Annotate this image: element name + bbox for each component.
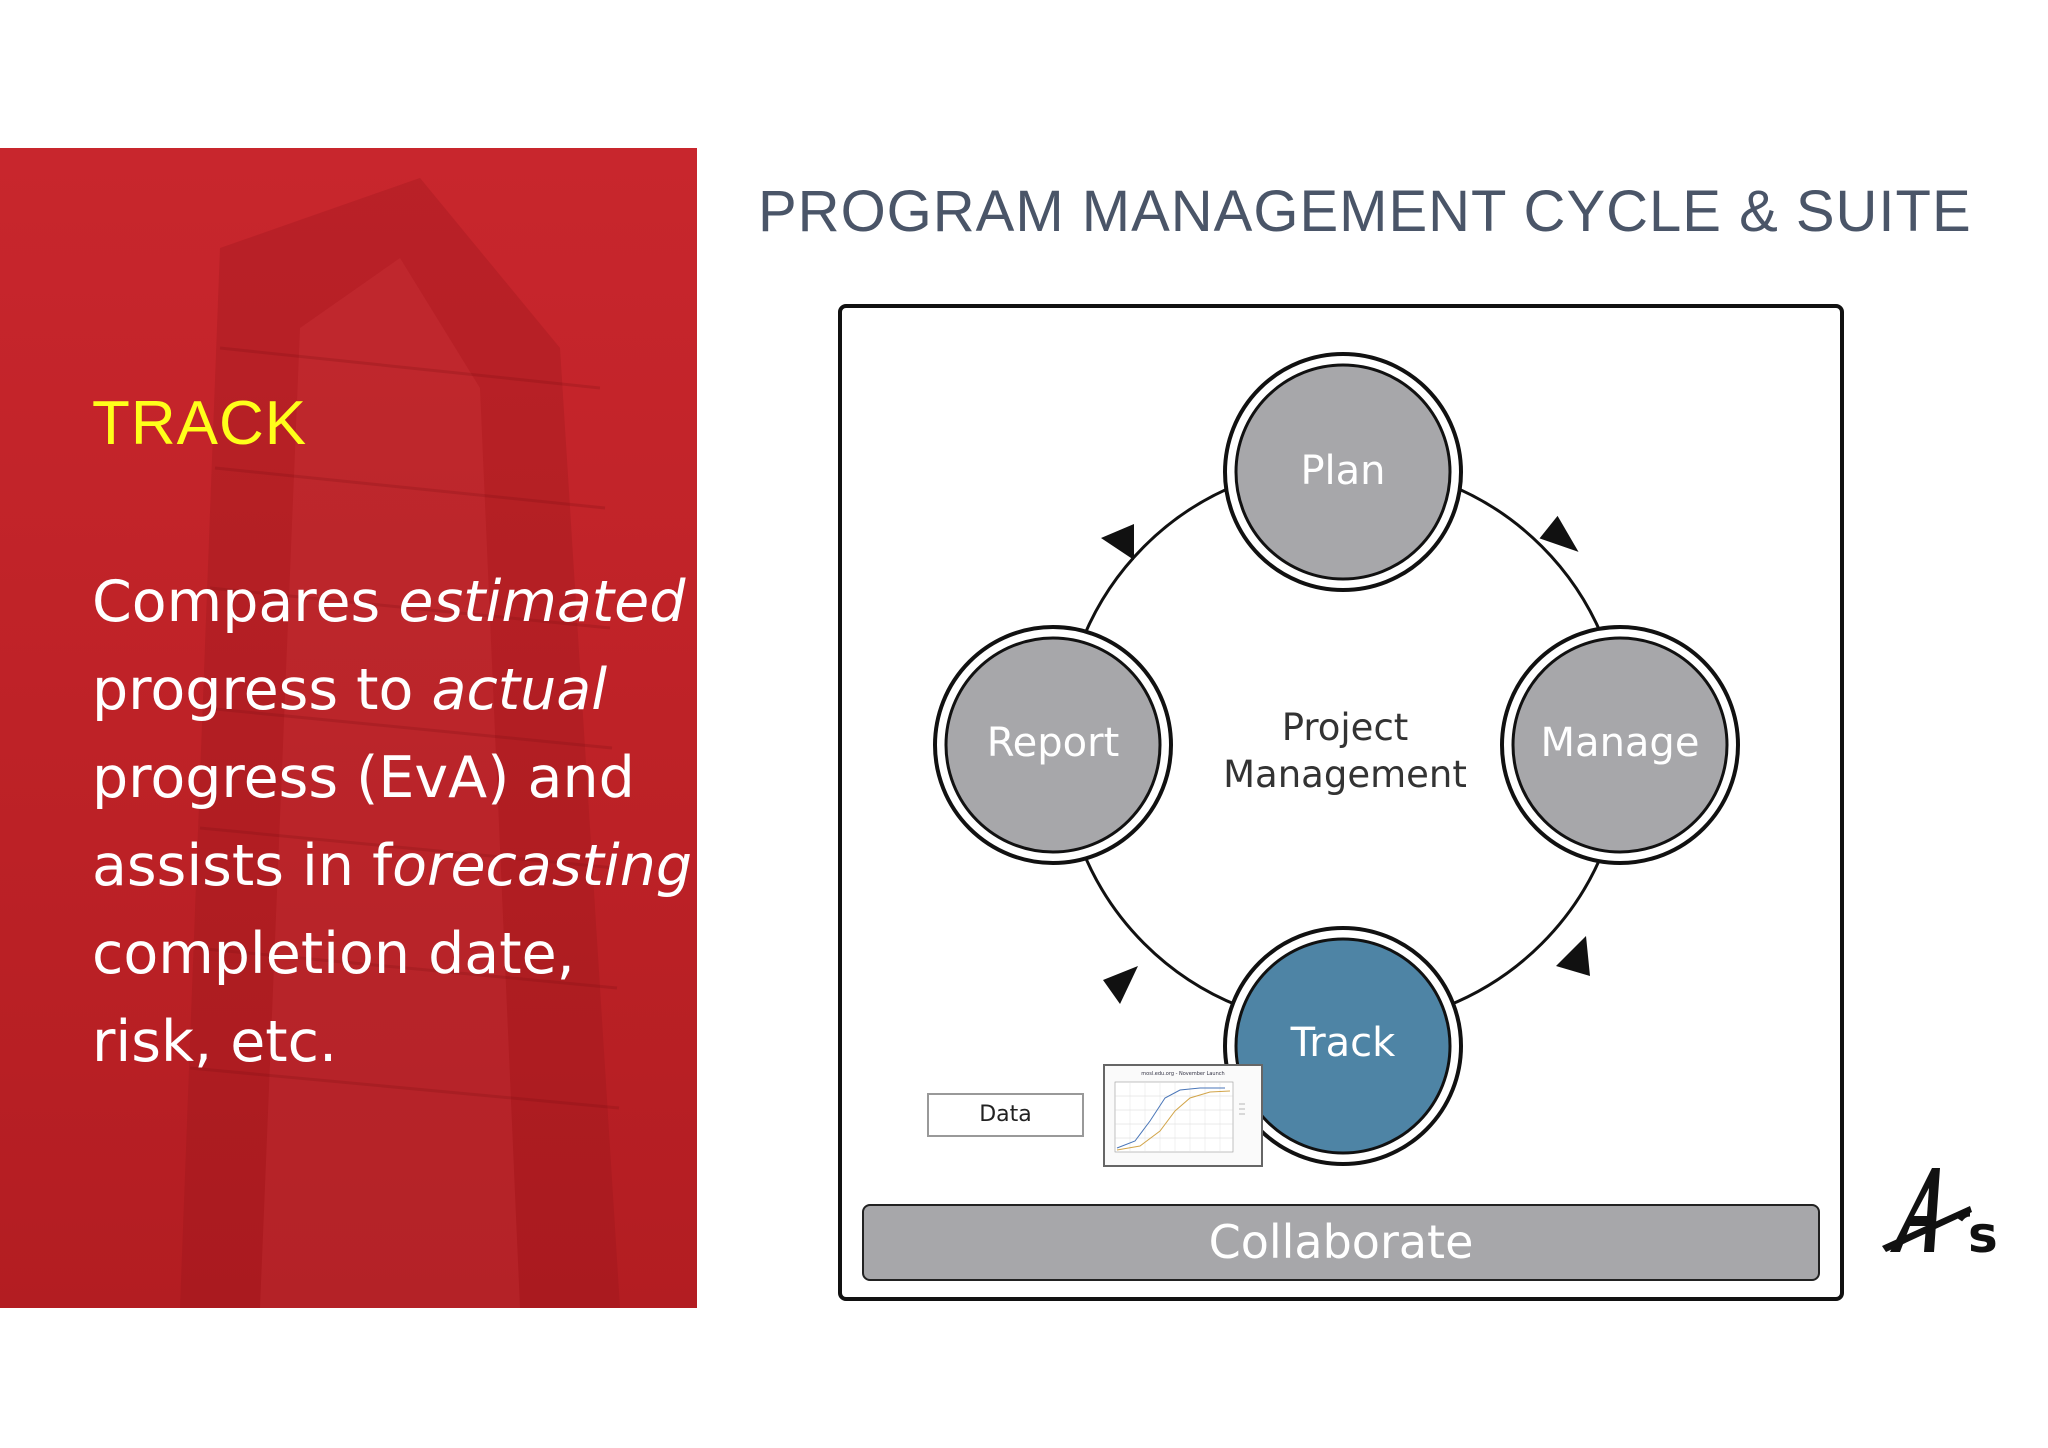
panel-description-segment: progress (EvA) and assists in f <box>92 745 635 899</box>
center-label-line-2: Management <box>1223 753 1467 796</box>
panel-description-segment: orecasting <box>392 833 693 899</box>
slide-title: PROGRAM MANAGEMENT CYCLE & SUITE <box>758 179 1972 244</box>
chart-thumbnail-graphic: mosl.edu.org - November Launch <box>1114 1071 1245 1153</box>
node-label-report: Report <box>986 720 1120 766</box>
company-logo: s <box>1882 1168 1998 1260</box>
panel-description: Compares estimated progress to actual pr… <box>92 558 692 1086</box>
node-report <box>933 625 1173 865</box>
node-label-manage: Manage <box>1540 720 1700 766</box>
collaborate-bar: Collaborate <box>862 1204 1820 1281</box>
side-panel: TRACK Compares estimated progress to act… <box>0 148 697 1308</box>
center-label: Project Management <box>1210 704 1480 798</box>
arrow-manage-to-track <box>1556 936 1590 976</box>
panel-description-segment: estimated <box>398 569 686 635</box>
panel-description-segment: completion date, risk, etc. <box>92 921 575 1075</box>
building-background-image <box>180 178 620 1308</box>
panel-description-segment: Compares <box>92 569 399 635</box>
arrow-track-to-report <box>1103 966 1138 1004</box>
panel-description-segment: progress to <box>92 657 432 723</box>
svg-text:s: s <box>1968 1206 1998 1260</box>
node-track <box>1223 926 1463 1166</box>
node-label-plan: Plan <box>1300 448 1386 494</box>
panel-description-segment: actual <box>431 657 608 723</box>
center-label-line-1: Project <box>1281 706 1409 749</box>
data-box: Data <box>927 1093 1084 1137</box>
node-label-track: Track <box>1290 1020 1396 1066</box>
arrow-report-to-plan <box>1101 524 1134 560</box>
chart-thumbnail-caption: mosl.edu.org - November Launch <box>1141 1071 1224 1077</box>
node-plan <box>1223 352 1463 592</box>
panel-heading: TRACK <box>92 389 308 458</box>
cycle-diagram <box>933 352 1740 1166</box>
arrow-plan-to-manage <box>1539 515 1579 552</box>
node-manage <box>1500 625 1740 865</box>
chart-thumbnail: mosl.edu.org - November Launch <box>1103 1064 1263 1167</box>
